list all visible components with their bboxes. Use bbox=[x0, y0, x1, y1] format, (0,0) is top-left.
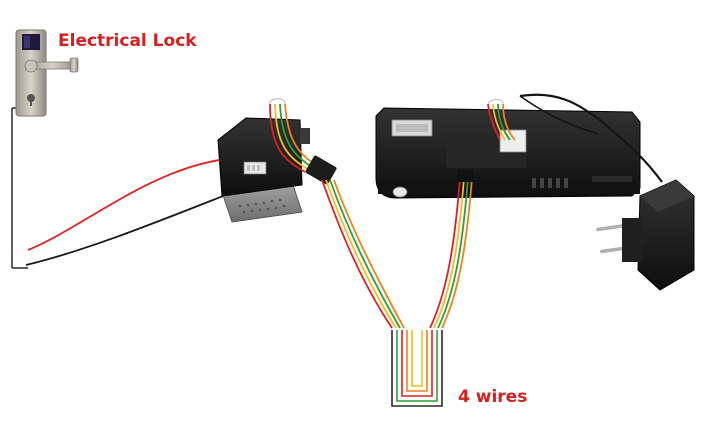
monitor-top-wires bbox=[487, 99, 516, 141]
right-down-wires bbox=[429, 170, 473, 329]
video-monitor-icon bbox=[375, 107, 641, 199]
electrical-lock-label: Electrical Lock bbox=[58, 31, 197, 51]
doorbell-camera-unit-icon bbox=[217, 117, 310, 223]
outdoor-unit-wires bbox=[269, 98, 318, 173]
lock-connection-bracket bbox=[11, 107, 28, 269]
power-adapter-icon bbox=[596, 179, 695, 291]
four-wires-label: 4 wires bbox=[458, 387, 528, 407]
left-down-wires bbox=[321, 179, 405, 329]
power-cable bbox=[519, 93, 663, 183]
inline-connector-icon bbox=[305, 155, 337, 185]
four-wire-junction bbox=[391, 330, 443, 407]
lock-icon bbox=[15, 29, 79, 117]
